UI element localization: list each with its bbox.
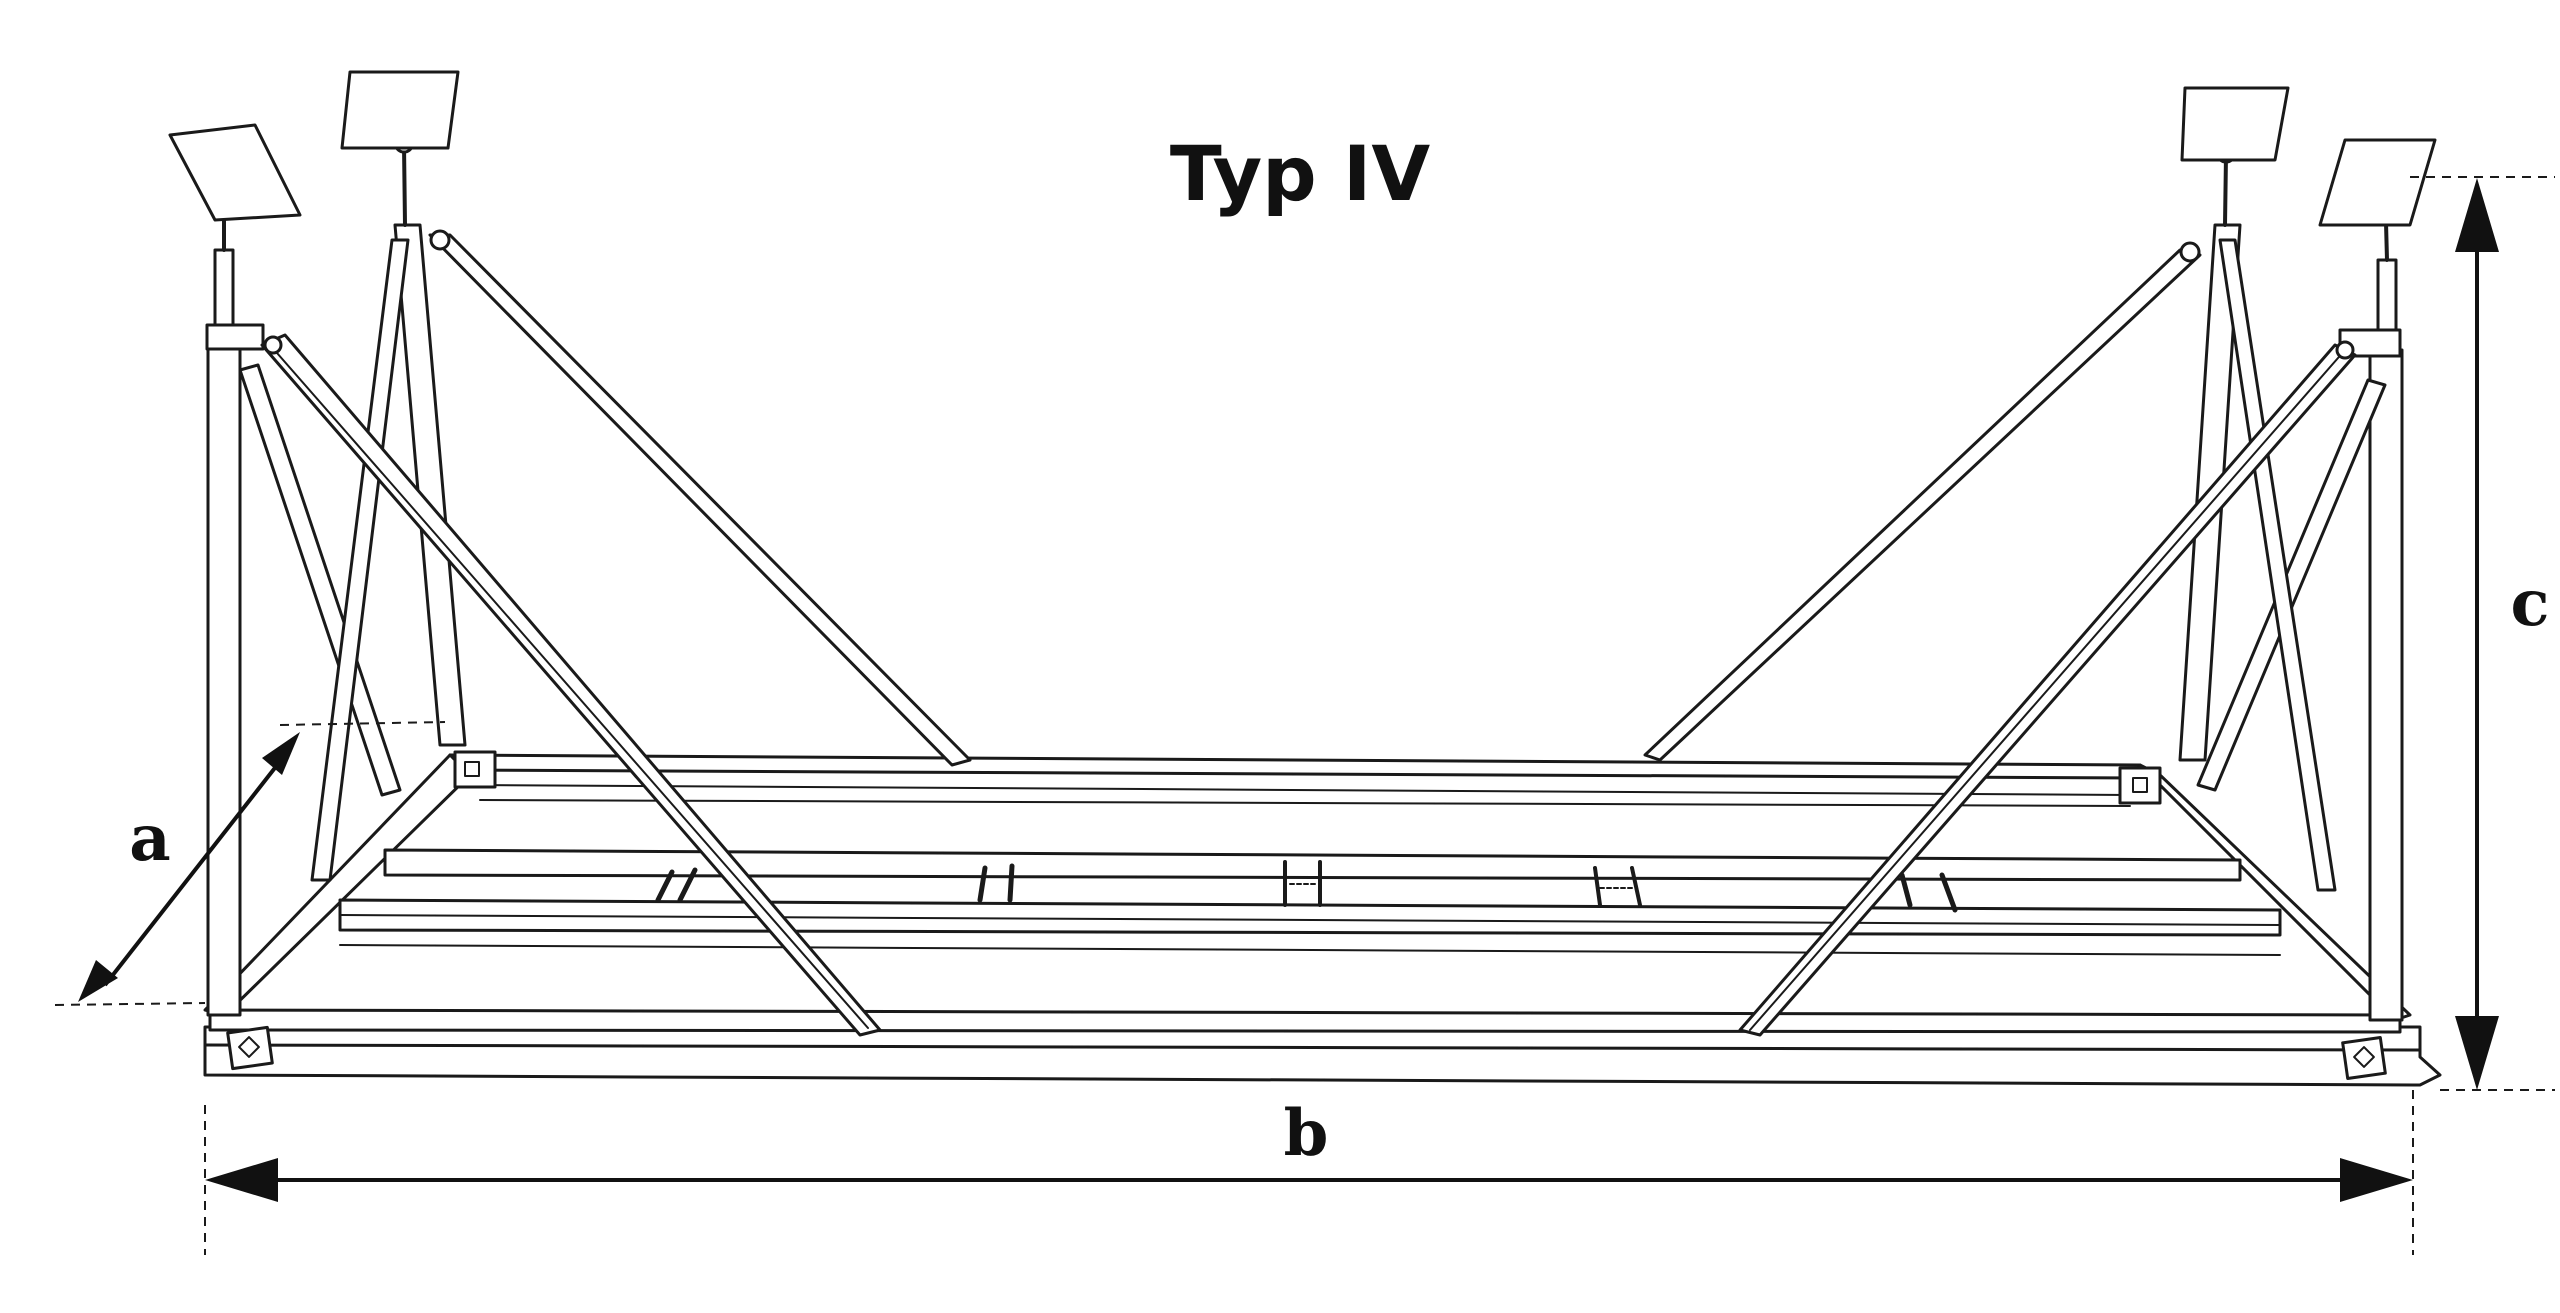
base-frame (203, 750, 2442, 1087)
left-front-upright (168, 123, 302, 1017)
right-braces (1643, 238, 2387, 1037)
corner-bracket-back-left (453, 750, 497, 789)
cross-member-front (338, 898, 2282, 937)
corner-plate-front-left (226, 1025, 274, 1071)
right-front-upright (2318, 138, 2437, 1022)
corner-plate-front-right (2341, 1036, 2387, 1080)
dimension-b: b (204, 1090, 2414, 1255)
dimension-c: c (2410, 176, 2555, 1091)
right-front-pad (2318, 138, 2437, 227)
right-rear-pad (2180, 86, 2290, 162)
corner-bracket-back-right (2118, 766, 2162, 805)
left-front-pad (168, 123, 302, 222)
cross-member-rear (383, 848, 2242, 882)
left-front-clamp (205, 323, 265, 351)
front-rail (208, 1008, 2402, 1034)
diagram-title: Typ IV (1170, 129, 1431, 218)
dimension-label-c: c (2511, 566, 2550, 641)
keel-rollers (655, 860, 1958, 913)
dimension-a: a (54, 721, 446, 1006)
bottom-skid (203, 1025, 2442, 1087)
dimension-label-b: b (1284, 1096, 1329, 1171)
left-braces (238, 229, 972, 1037)
left-rear-upright (340, 70, 467, 747)
dimension-label-a: a (129, 801, 170, 876)
back-rail (448, 753, 2142, 780)
left-rear-pad (340, 70, 460, 150)
